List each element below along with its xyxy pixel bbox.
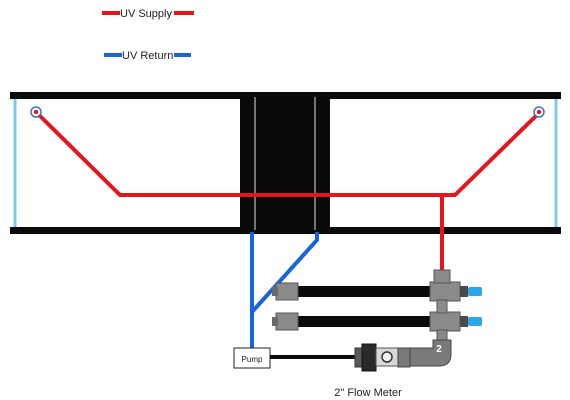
legend: UV Supply UV Return	[102, 8, 194, 62]
uv-unit-upper-nozzle-collar	[460, 286, 468, 297]
flow-meter-label: 2" Flow Meter	[334, 387, 402, 399]
uv-unit-upper-left-body	[275, 282, 299, 301]
legend-return: UV Return	[104, 50, 191, 62]
elbow-pipe	[409, 339, 452, 367]
tank	[10, 92, 561, 234]
uv-unit-lower	[272, 311, 482, 332]
uv-unit-lower-left-body	[275, 312, 299, 331]
flow-meter-gauge	[381, 351, 393, 363]
uv-unit-lower-left-cap	[272, 317, 278, 326]
legend-return-label: UV Return	[122, 50, 173, 62]
flow-meter-body	[361, 343, 377, 372]
supply-outlet-right-core	[536, 109, 542, 115]
manifold	[433, 269, 451, 343]
flow-meter: 2" Flow Meter	[334, 343, 411, 399]
uv-supply-line	[34, 110, 542, 272]
uv-supply-pipe	[34, 110, 542, 197]
pump: Pump	[233, 347, 271, 369]
tank-top-rail	[10, 92, 561, 99]
flow-meter-union-left	[354, 347, 363, 368]
uv-unit-upper-tube	[298, 286, 438, 297]
uv-unit-lower-tube	[298, 316, 438, 327]
manifold-riser-upper	[436, 299, 448, 314]
legend-supply-label: UV Supply	[120, 8, 172, 20]
tank-center-column	[240, 97, 330, 230]
uv-unit-upper-right-body	[429, 281, 461, 302]
uv-unit-lower-nozzle	[468, 317, 482, 326]
uv-unit-upper	[272, 281, 482, 302]
uv-unit-upper-nozzle	[468, 287, 482, 296]
tank-bottom-rail	[10, 227, 561, 234]
uv-unit-upper-left-cap	[272, 287, 278, 296]
manifold-top-coupler	[433, 269, 451, 284]
uv-unit-lower-nozzle-collar	[460, 316, 468, 327]
legend-supply: UV Supply	[102, 8, 194, 20]
pump-label: Pump	[242, 355, 263, 364]
uv-unit-lower-right-body	[429, 311, 461, 332]
flow-meter-union-right	[397, 347, 411, 368]
fitting-size-label: 2	[436, 344, 442, 355]
elbow-fitting: 2	[409, 339, 452, 367]
supply-outlets	[30, 106, 545, 118]
supply-outlet-left-core	[33, 109, 39, 115]
